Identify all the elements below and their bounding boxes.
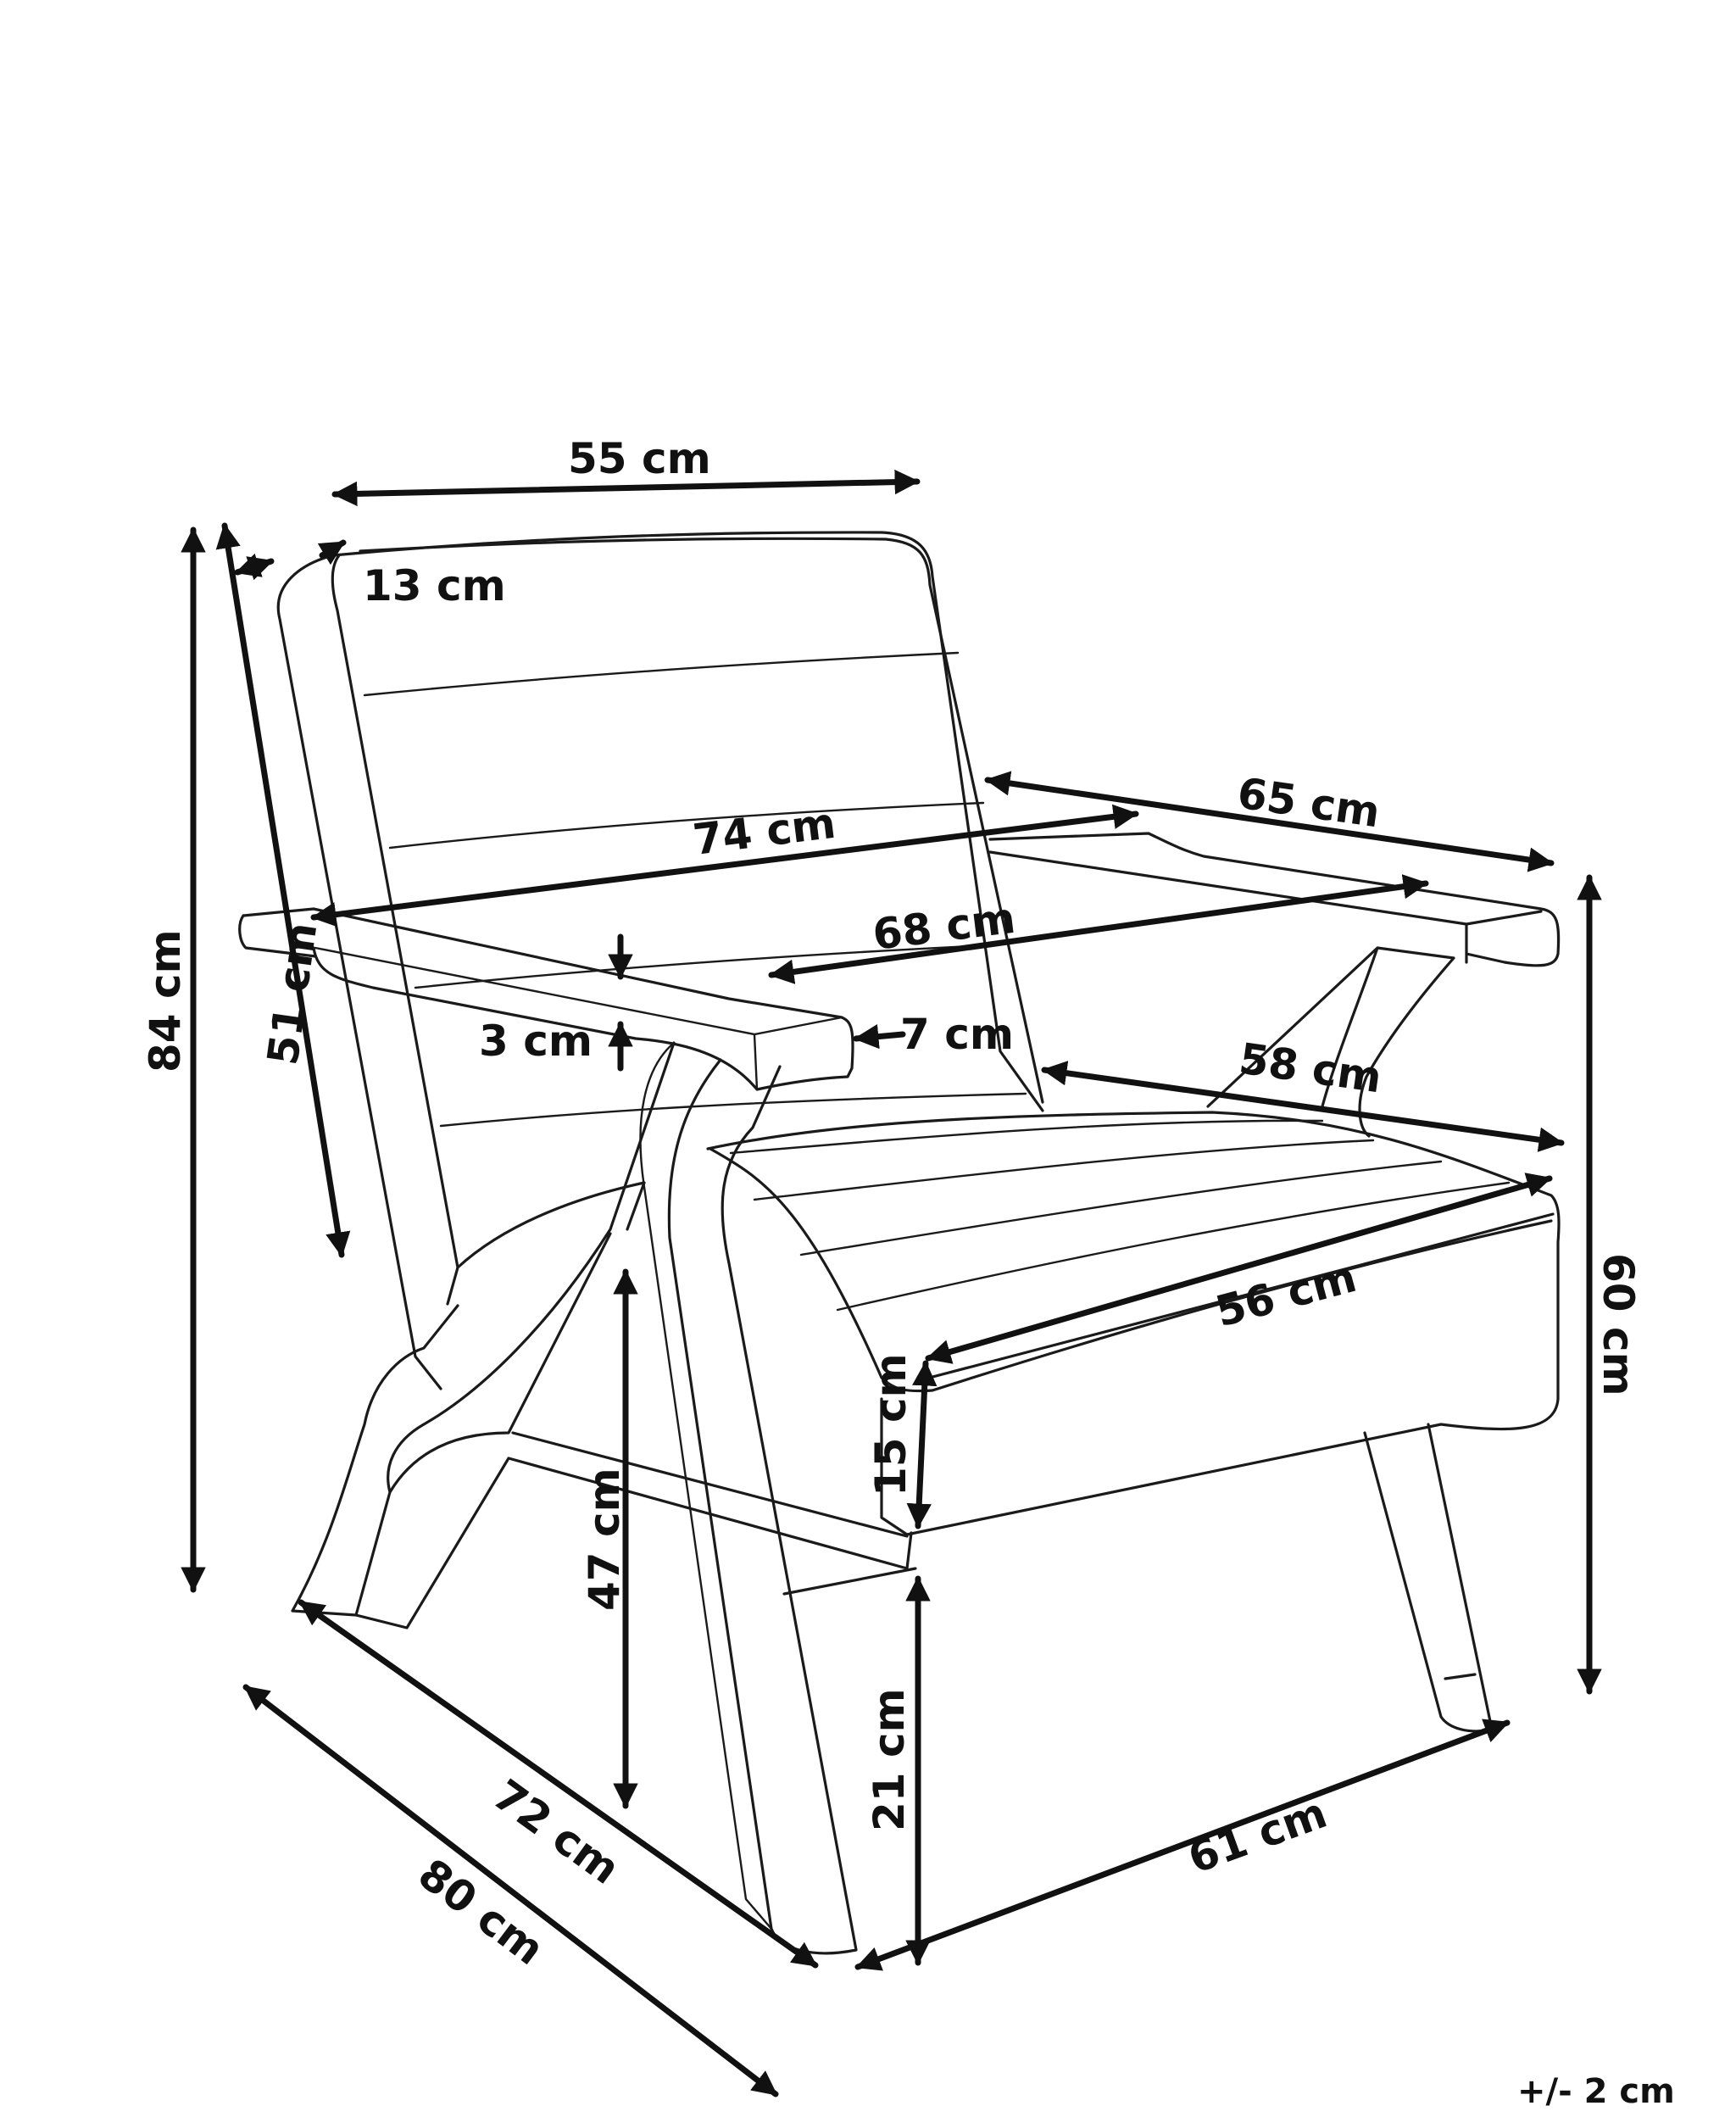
dim-arrow-total-depth <box>242 1684 779 2098</box>
label-total-height: 84 cm <box>141 929 190 1072</box>
label-back-width: 55 cm <box>568 434 711 483</box>
label-seat-depth: 56 cm <box>1210 1252 1361 1337</box>
tolerance-note: +/- 2 cm <box>1517 2072 1675 2111</box>
label-armrest-thickness: 3 cm <box>479 1017 593 1066</box>
dim-arrow-seat-cushion-height <box>906 1360 938 1529</box>
dim-arrow-seat-width <box>1041 1061 1565 1152</box>
rear-left-leg <box>354 1457 917 1630</box>
label-backrest-height: 51 cm <box>258 920 326 1068</box>
label-armrest-width: 7 cm <box>900 1010 1014 1059</box>
dimension-arrows <box>181 469 1602 2098</box>
label-front-width: 61 cm <box>1182 1788 1333 1883</box>
dim-arrow-backrest-height <box>215 522 351 1258</box>
dim-arrow-seat-depth <box>925 1173 1553 1364</box>
label-inner-width: 68 cm <box>870 894 1018 960</box>
backrest-front-panel <box>359 537 1044 1104</box>
dim-arrow-back-cushion <box>234 553 275 581</box>
seat-channel-4 <box>836 1181 1511 1312</box>
left-armrest-top-edge <box>314 946 843 1091</box>
label-base-depth: 72 cm <box>484 1770 629 1894</box>
seat-channel-2 <box>753 1139 1375 1201</box>
dim-arrow-inner-width <box>768 874 1429 984</box>
left-x-frame-inner <box>639 1041 773 1930</box>
backrest-inner-edge <box>331 554 459 1306</box>
label-back-cushion-depth: 13 cm <box>363 561 506 610</box>
dim-arrow-back-width <box>331 469 921 507</box>
label-total-width: 65 cm <box>1234 768 1383 837</box>
dim-arrow-armrest-width <box>853 1023 906 1050</box>
label-seat-height: 47 cm <box>580 1468 629 1611</box>
label-seat-cushion-height: 15 cm <box>866 1353 915 1496</box>
right-rear-leg <box>1363 1423 1494 1733</box>
backrest-channel-1 <box>363 651 960 697</box>
dimension-labels: 55 cm 13 cm 84 cm 51 cm 74 cm 65 cm 68 c… <box>141 434 1675 2111</box>
label-base-clearance: 21 cm <box>865 1688 914 1831</box>
backrest-channel-2 <box>388 801 985 850</box>
dim-arrow-base-depth <box>298 1599 819 1969</box>
dim-arrow-front-width <box>854 1719 1511 1971</box>
dim-arrow-total-width <box>984 771 1555 872</box>
label-arm-height: 60 cm <box>1594 1253 1643 1396</box>
label-seat-width: 58 cm <box>1236 1033 1384 1102</box>
seat-underside <box>507 1431 913 1570</box>
backrest-outline <box>276 531 1044 1390</box>
seat-channel-1 <box>729 1119 1324 1155</box>
